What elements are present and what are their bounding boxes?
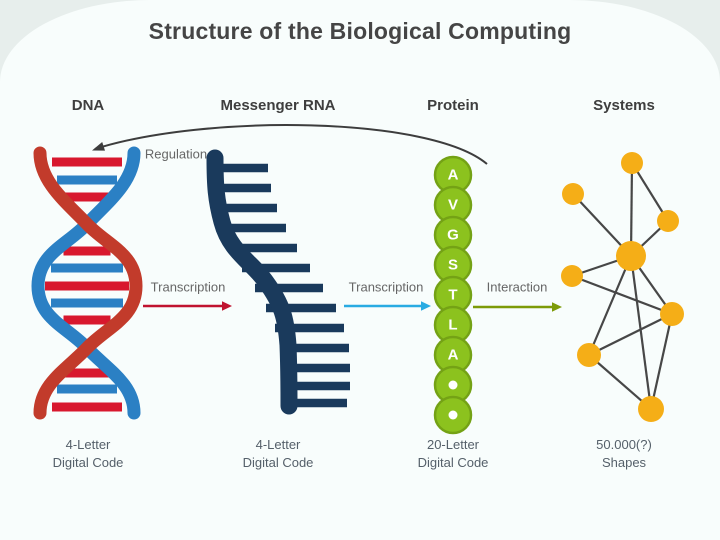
transcription-label-1: Transcription [150,279,226,295]
caption-dna: 4-Letter Digital Code [53,436,124,472]
regulation-label: Regulation [144,146,208,162]
network-node [561,265,583,287]
caption-line: 20-Letter [426,437,480,452]
network-node [660,302,684,326]
amino-acid-dot [448,380,458,390]
amino-acid-letter: T [448,287,457,304]
network-node [657,210,679,232]
network-node [621,152,643,174]
network-edge [629,255,653,410]
amino-acid-letter: A [448,167,459,184]
network-nodes [561,152,684,422]
amino-acid-letter: V [448,197,458,214]
caption-mrna: 4-Letter Digital Code [243,436,314,472]
network-node [577,343,601,367]
regulation-arrowhead [92,142,105,151]
caption-protein: 20-Letter Digital Code [418,436,489,472]
caption-line: Digital Code [242,455,314,470]
amino-acid-letter: G [447,227,459,244]
caption-systems: 50.000(?) Shapes [596,436,652,472]
network-edge [588,313,673,356]
network-edge [571,274,673,316]
flow-arrowhead [421,301,431,311]
caption-line: 4-Letter [65,437,111,452]
network-edge [587,255,633,356]
flow-arrows [143,301,562,312]
network-node [562,183,584,205]
interaction-label: Interaction [486,279,548,295]
column-header-protein: Protein [427,97,479,114]
transcription-label-2: Transcription [348,279,424,295]
flow-arrowhead [552,302,562,312]
amino-acid-letter: S [448,257,458,274]
network-edges [571,162,674,410]
column-header-systems: Systems [593,97,655,114]
amino-acid-letter: L [448,317,457,334]
dna-strand-blue [31,146,141,420]
network-node [616,241,646,271]
network-edge [629,162,634,257]
caption-line: Digital Code [417,455,489,470]
dna-rungs [45,157,129,412]
mrna-backbone [206,149,298,415]
network-edge [588,354,652,410]
regulation-arrow-curve [94,124,488,165]
slide-title: Structure of the Biological Computing [148,18,572,44]
caption-line: 50.000(?) [596,437,652,452]
column-header-dna: DNA [71,97,105,114]
amino-acid-letter: A [448,347,459,364]
flow-arrowhead [222,301,232,311]
caption-line: Digital Code [52,455,124,470]
column-header-mrna: Messenger RNA [220,97,336,114]
caption-line: 4-Letter [255,437,301,452]
dna-strand-red [33,146,143,420]
amino-acid-dot [448,410,458,420]
network-edge [631,162,669,222]
caption-line: Shapes [601,455,647,470]
network-edge [649,313,674,410]
network-node [638,396,664,422]
